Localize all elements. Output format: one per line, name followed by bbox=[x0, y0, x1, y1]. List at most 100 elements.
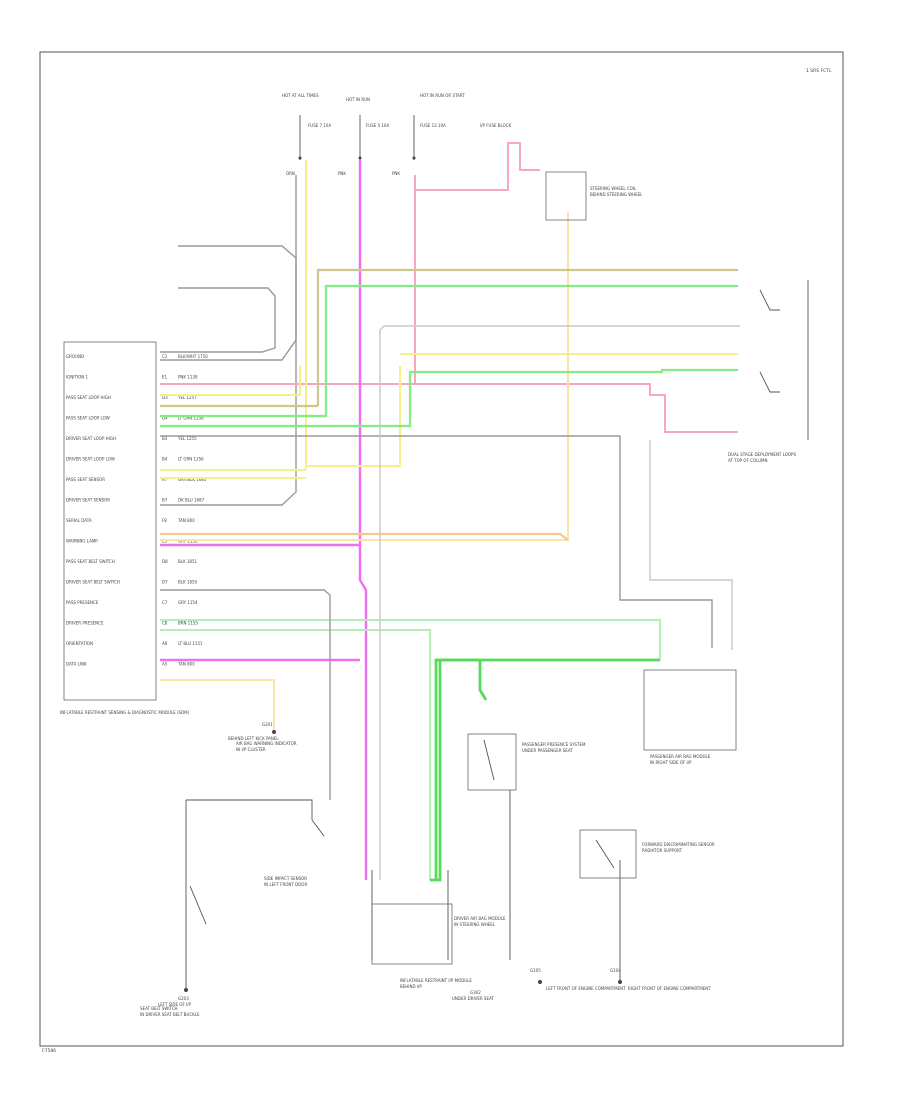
sdm-pin-wire: LT GRN 1258 bbox=[178, 416, 204, 421]
sdm-pin-id: B3 bbox=[162, 436, 168, 441]
comp-belt-switch-note: IN DRIVER SEAT BELT BUCKLE bbox=[140, 1012, 200, 1017]
diagram-frame bbox=[39, 51, 844, 1047]
fuse-block-4-name: I/P FUSE BLOCK bbox=[480, 123, 512, 128]
sdm-pin-function: SERIAL DATA bbox=[66, 518, 92, 523]
sdm-pin-id: D8 bbox=[162, 559, 168, 564]
ground-g104-desc: RIGHT FRONT OF ENGINE COMPARTMENT bbox=[628, 986, 711, 991]
sdm-pin-wire: LT BLU 1151 bbox=[178, 641, 203, 646]
deploy-loop-box bbox=[746, 276, 808, 446]
sdm-pin-id: B7 bbox=[162, 498, 168, 503]
comp-driver-module-note: IN STEERING WHEEL bbox=[454, 922, 496, 927]
discrim-sensor-box bbox=[579, 829, 637, 879]
sdm-pin-id: B4 bbox=[162, 457, 168, 462]
sdm-pin-wire: GRY 1154 bbox=[178, 600, 198, 605]
comp-deploy-loops: DUAL STAGE DEPLOYMENT LOOPS bbox=[728, 452, 796, 457]
sdm-pin-id: D4 bbox=[162, 416, 168, 421]
sdm-pin-function: PASS SEAT BELT SWITCH bbox=[66, 559, 115, 564]
comp-belt-switch: SEAT BELT SWITCH bbox=[140, 1006, 178, 1011]
sdm-pin-id: C7 bbox=[162, 600, 168, 605]
fuse-block-1-fuse: FUSE 7 10A bbox=[308, 123, 331, 128]
comp-warning-lamp-note: IN I/P CLUSTER bbox=[236, 747, 266, 752]
passenger-module-box bbox=[643, 669, 737, 751]
ground-g105-desc: LEFT FRONT OF ENGINE COMPARTMENT bbox=[546, 986, 626, 991]
grounds: G203 LEFT SIDE OF I/P G201 BEHIND LEFT K… bbox=[158, 722, 711, 1007]
presence-box bbox=[467, 733, 517, 791]
ground-g105: G105 bbox=[530, 968, 541, 973]
comp-driver-module: DRIVER AIR BAG MODULE bbox=[454, 916, 506, 921]
sdm-pin-wire: TAN 800 bbox=[177, 518, 195, 523]
sdm-module: INFLATABLE RESTRAINT SENSING & DIAGNOSTI… bbox=[60, 341, 208, 715]
sdm-pin-function: PASS SEAT LOOP HIGH bbox=[66, 395, 111, 400]
ground-g302: G302 bbox=[470, 990, 481, 995]
comp-passenger-module-note: IN RIGHT SIDE OF I/P bbox=[650, 760, 692, 765]
sdm-pin-id: A5 bbox=[162, 662, 168, 667]
sdm-pin-id: A7 bbox=[162, 477, 168, 482]
sdm-pin-wire: BLK/WHT 1750 bbox=[178, 354, 208, 359]
comp-steering-coil-note: BEHIND STEERING WHEEL bbox=[590, 192, 643, 197]
ground-g203-desc: LEFT SIDE OF I/P bbox=[158, 1002, 192, 1007]
fuse-block-1-name: HOT AT ALL TIMES bbox=[282, 93, 319, 98]
fuse-block-3-fuse: FUSE 13 10A bbox=[420, 123, 446, 128]
footer-code: F7586 bbox=[42, 1048, 56, 1054]
ground-g201-desc: BEHIND LEFT KICK PANEL bbox=[228, 736, 279, 741]
comp-deploy-loops-note: AT TOP OF COLUMN bbox=[728, 458, 767, 463]
sdm-pin-function: DRIVER SEAT BELT SWITCH bbox=[66, 580, 120, 585]
comp-warning-lamp: AIR BAG WARNING INDICATOR bbox=[236, 741, 297, 746]
sdm-pin-wire: BRN 1155 bbox=[178, 621, 198, 626]
comp-steering-coil: STEERING WHEEL COIL bbox=[590, 186, 637, 191]
sdm-pin-function: DRIVER SEAT LOOP HIGH bbox=[66, 436, 116, 441]
sdm-pin-wire: YEL 1257 bbox=[177, 395, 197, 400]
comp-discrim-note: RADIATOR SUPPORT bbox=[642, 848, 683, 853]
comp-ip-module-note: BEHIND I/P bbox=[400, 984, 422, 989]
comp-passenger-module: PASSENGER AIR BAG MODULE bbox=[650, 754, 711, 759]
sdm-pin-id: D3 bbox=[162, 395, 168, 400]
comp-discrim: FORWARD DISCRIMINATING SENSOR bbox=[642, 842, 715, 847]
sdm-pin-id: A6 bbox=[162, 641, 168, 646]
sdm-name: INFLATABLE RESTRAINT SENSING & DIAGNOSTI… bbox=[60, 710, 190, 715]
sdm-pin-function: DRIVER SEAT LOOP LOW bbox=[66, 457, 115, 462]
sdm-pin-function: WARNING LAMP bbox=[66, 539, 98, 544]
sdm-pin-function: DATA LINK bbox=[66, 662, 87, 667]
sdm-pin-wire: BLK 1850 bbox=[178, 580, 198, 585]
components: STEERING WHEEL COIL BEHIND STEERING WHEE… bbox=[140, 171, 809, 1017]
sdm-pin-function: DRIVER PRESENCE bbox=[66, 621, 104, 626]
sdm-pin-function: PASS SEAT SENSOR bbox=[66, 477, 105, 482]
comp-ip-module: INFLATABLE RESTRAINT I/P MODULE bbox=[400, 978, 472, 983]
wiring bbox=[160, 142, 740, 990]
sdm-pin-id: C8 bbox=[162, 621, 168, 626]
steering-coil-box bbox=[545, 171, 587, 221]
page-ref: 1 SRS FCTL bbox=[806, 68, 832, 74]
belt-switch-box bbox=[180, 884, 214, 932]
sdm-pin-function: PASS PRESENCE bbox=[66, 600, 99, 605]
sdm-pin-id: F8 bbox=[162, 518, 167, 523]
comp-presence: PASSENGER PRESENCE SYSTEM bbox=[522, 742, 586, 747]
sdm-pin-function: DRIVER SEAT SENSOR bbox=[66, 498, 110, 503]
driver-module-box bbox=[371, 903, 453, 965]
sdm-pin-wire: BLK 1851 bbox=[178, 559, 198, 564]
sdm-pin-function: GROUND bbox=[66, 354, 84, 359]
sdm-pin-function: IGNITION 1 bbox=[66, 375, 88, 380]
fuse-block-3-name: HOT IN RUN OR START bbox=[420, 93, 465, 98]
sdm-pin-wire: YEL 1255 bbox=[177, 436, 197, 441]
comp-presence-note: UNDER PASSENGER SEAT bbox=[522, 748, 573, 753]
comp-side-impact-note: IN LEFT FRONT DOOR bbox=[264, 882, 307, 887]
sdm-pin-id: C1 bbox=[162, 354, 168, 359]
sdm-pin-id: D7 bbox=[162, 580, 168, 585]
fuse-block-2-name: HOT IN RUN bbox=[346, 97, 370, 102]
ground-g104: G104 bbox=[610, 968, 621, 973]
comp-side-impact: SIDE IMPACT SENSOR bbox=[264, 876, 307, 881]
ground-g203: G203 bbox=[178, 996, 189, 1001]
fuse-block-1-wire: ORN bbox=[286, 171, 295, 176]
sdm-pin-wire: PNK 1139 bbox=[178, 375, 198, 380]
sdm-pin-wire: GRY/BLK 1685 bbox=[178, 477, 207, 482]
sdm-pin-function: PASS SEAT LOOP LOW bbox=[66, 416, 110, 421]
sdm-pin-wire: DK BLU 1687 bbox=[178, 498, 205, 503]
ground-g201: G201 bbox=[262, 722, 273, 727]
fuse-block-2-wire: PNK bbox=[338, 171, 346, 176]
sdm-pin-id: E1 bbox=[162, 375, 168, 380]
ground-g302-desc: UNDER DRIVER SEAT bbox=[452, 996, 494, 1001]
sdm-pin-wire: TAN 800 bbox=[177, 662, 195, 667]
fuse-block-2-fuse: FUSE 5 10A bbox=[366, 123, 389, 128]
